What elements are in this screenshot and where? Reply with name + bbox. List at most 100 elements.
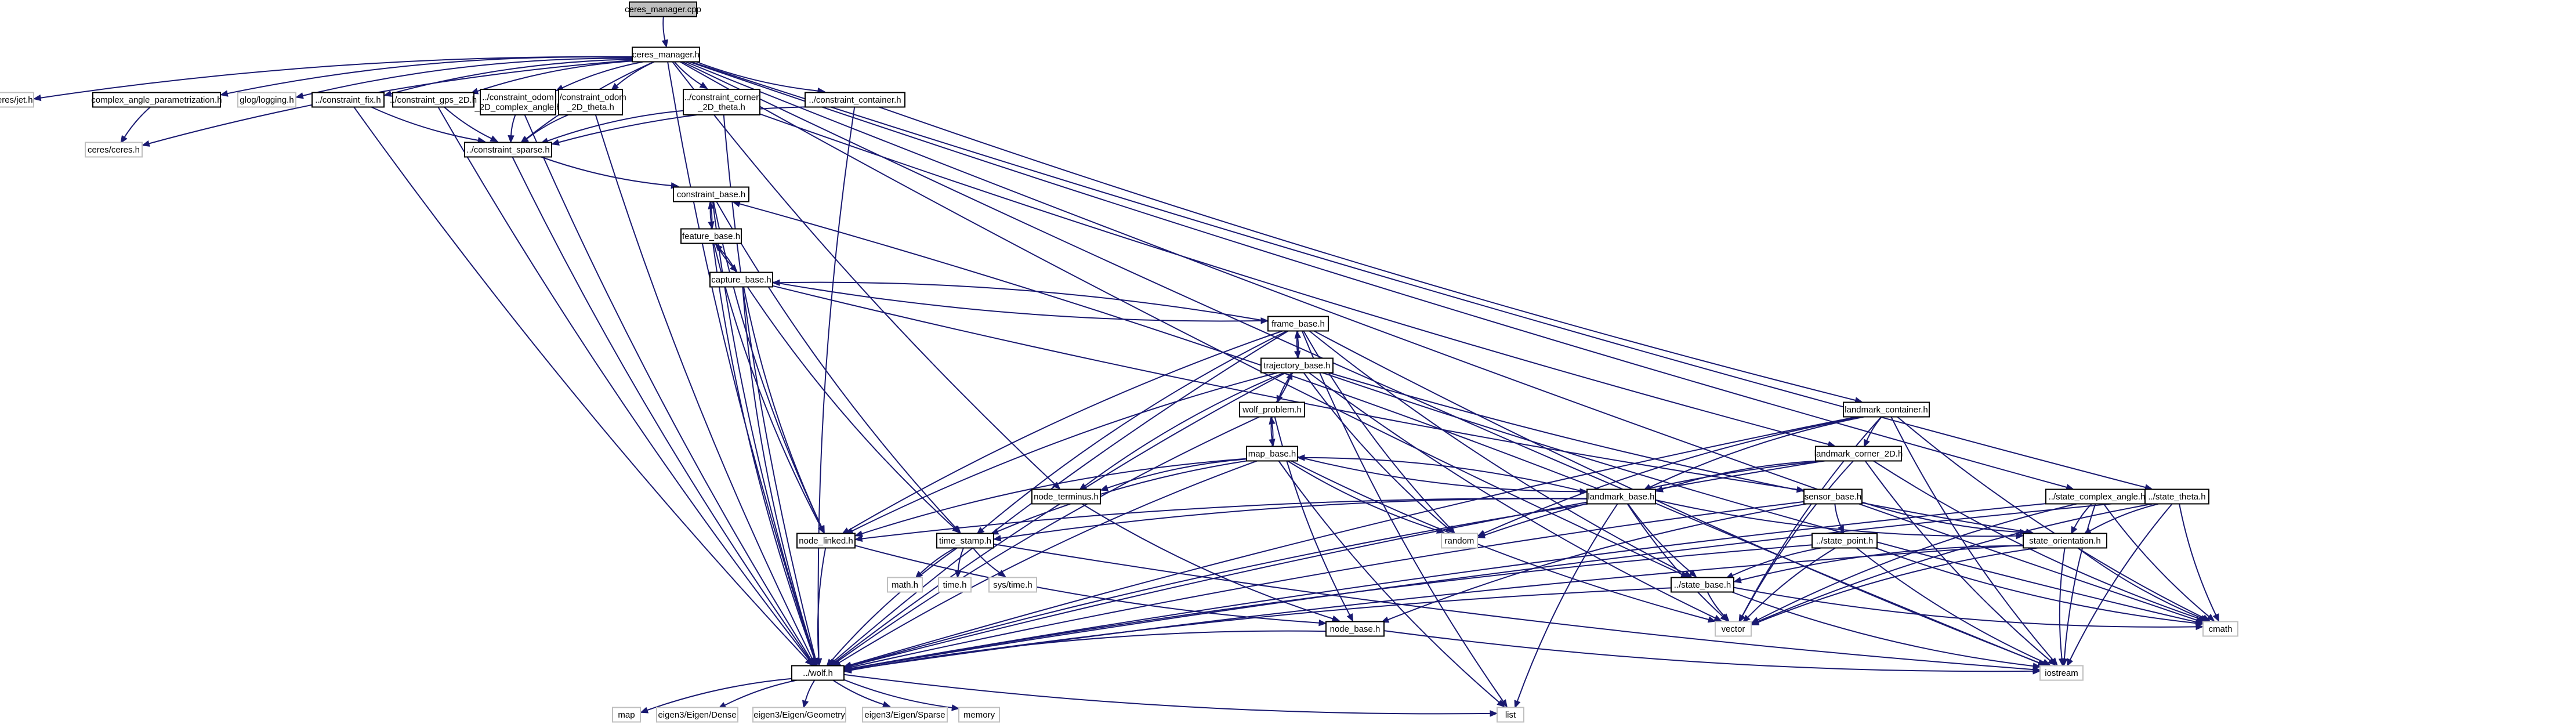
edge-capture_base_h-to-frame_base_h: [772, 281, 1262, 322]
edge-state_point_h-to-cmath: [1875, 547, 2197, 624]
node-state_point_h[interactable]: ../state_point.h: [1811, 533, 1878, 549]
arrowhead-state_point_h-to-iostream: [2042, 658, 2051, 665]
node-math_h: math.h: [887, 577, 923, 593]
node-ceres_ceres_h: ceres/ceres.h: [85, 142, 143, 158]
node-box-state_base_h: [1671, 577, 1734, 593]
edge-frame_base_h-to-capture_base_h: [779, 281, 1269, 322]
node-state_orientation_h[interactable]: state_orientation.h: [2023, 533, 2107, 549]
node-map_base_h[interactable]: map_base.h: [1246, 446, 1298, 462]
node-landmark_container_h[interactable]: landmark_container.h: [1843, 401, 1930, 418]
edge-state_theta_h-to-iostream: [2069, 503, 2173, 660]
node-state_complex_h[interactable]: ../state_complex_angle.h: [2045, 488, 2149, 505]
edge-node_base_h-to-iostream: [1383, 630, 2034, 672]
node-feature_base_h[interactable]: feature_base.h: [680, 228, 742, 244]
node-capture_base_h[interactable]: capture_base.h: [709, 272, 773, 288]
node-wolf_h[interactable]: ../wolf.h: [791, 665, 845, 681]
edge-ceres_manager_h-to-state_base_h: [679, 61, 1683, 575]
edge-constraint_odom_theta_h-to-constraint_sparse_h: [526, 114, 569, 140]
edge-landmark_base_h-to-time_stamp_h: [1000, 498, 1588, 539]
node-label-feature_base_h: feature_base.h: [682, 231, 740, 241]
edge-map_base_h-to-landmark_base_h: [1297, 456, 1581, 493]
node-label-time_h: time.h: [943, 580, 967, 590]
arrowhead-landmark_base_h-to-time_stamp_h: [992, 535, 1002, 542]
node-constraint_corner_h[interactable]: ../constraint_corner_2D_theta.h: [683, 89, 760, 115]
arrowhead-map_base_h-to-list: [1497, 699, 1505, 708]
node-label-constraint_gps_2d_h: ../constraint_gps_2D.h: [390, 95, 477, 105]
arrowhead-state_orientation_h-to-vector: [1751, 619, 1760, 625]
node-label-constraint_corner_h-line0: ../constraint_corner: [684, 93, 759, 103]
arrowhead-constraint_gps_2d_h-to-constraint_sparse_h: [490, 135, 499, 142]
edge-time_stamp_h-to-sys_time_h: [972, 547, 1001, 574]
node-constraint_odom_complex_h[interactable]: ../constraint_odom_2D_complex_angle.h: [474, 89, 561, 115]
node-label-vector: vector: [1722, 624, 1745, 634]
node-box-vector: [1715, 621, 1752, 637]
node-constraint_sparse_h[interactable]: ../constraint_sparse.h: [464, 142, 552, 158]
edge-trajectory_base_h-to-node_terminus_h: [1084, 372, 1285, 487]
arrowhead-capture_base_h-to-feature_base_h: [715, 243, 723, 252]
node-label-constraint_odom_theta_h-line1: _2D_theta.h: [566, 103, 614, 113]
node-label-trajectory_base_h: trajectory_base.h: [1263, 361, 1330, 371]
node-label-node_terminus_h: node_terminus.h: [1034, 492, 1099, 502]
node-constraint_base_h[interactable]: constraint_base.h: [673, 186, 749, 202]
edge-map_base_h-to-list: [1278, 460, 1500, 703]
node-trajectory_base_h[interactable]: trajectory_base.h: [1260, 357, 1334, 374]
node-eigen_sparse: eigen3/Eigen/Sparse: [862, 707, 948, 723]
edge-landmark_container_h-to-landmark_corner_h: [1866, 416, 1882, 441]
node-glog_h: glog/logging.h: [237, 92, 296, 108]
edge-constraint_gps_2d_h-to-wolf_h: [437, 107, 810, 661]
node-label-complex_angle_param_h: complex_angle_parametrization.h: [91, 95, 222, 105]
arrowhead-wolf_h-to-list: [1490, 710, 1498, 717]
edges-layer: [32, 16, 2219, 717]
node-box-cmath: [2202, 621, 2238, 637]
node-box-ceres_ceres_h: [85, 142, 143, 158]
edge-trajectory_base_h-to-node_linked_h: [852, 372, 1278, 532]
node-node_linked_h[interactable]: node_linked.h: [796, 533, 856, 549]
edge-ceres_manager_cpp-to-ceres_manager_h: [662, 16, 666, 41]
edge-landmark_corner_h-to-wolf_h: [850, 460, 1824, 667]
node-landmark_corner_h[interactable]: landmark_corner_2D.h: [1814, 446, 1903, 462]
node-constraint_fix_h[interactable]: ../constraint_fix.h: [311, 92, 385, 108]
arrowhead-state_base_h-to-cmath: [2195, 623, 2204, 631]
edge-landmark_corner_h-to-vector: [1742, 460, 1854, 617]
node-box-constraint_sparse_h: [464, 142, 552, 158]
node-time_stamp_h[interactable]: time_stamp.h: [936, 533, 994, 549]
node-wolf_problem_h[interactable]: wolf_problem.h: [1239, 401, 1305, 418]
node-box-landmark_corner_h: [1815, 446, 1902, 462]
node-label-state_complex_h: ../state_complex_angle.h: [2049, 492, 2146, 502]
arrowhead-ceres_manager_h-to-glog_h: [295, 92, 304, 99]
node-constraint_container_h[interactable]: ../constraint_container.h: [805, 92, 905, 108]
node-label-constraint_odom_complex_h-line1: _2D_complex_angle.h: [474, 103, 561, 113]
edge-sensor_base_h-to-wolf_h: [850, 501, 1805, 668]
edge-wolf_problem_h-to-trajectory_base_h: [1276, 378, 1290, 403]
node-complex_angle_param_h[interactable]: complex_angle_parametrization.h: [91, 92, 222, 108]
edge-sensor_base_h-to-state_orientation_h: [1861, 501, 2020, 533]
node-node_base_h[interactable]: node_base.h: [1325, 621, 1385, 637]
arrowhead-landmark_corner_h-to-vector: [1738, 614, 1746, 623]
arrowhead-state_orientation_h-to-state_base_h: [1733, 577, 1742, 584]
node-state_theta_h[interactable]: ../state_theta.h: [2144, 488, 2209, 505]
node-ceres_manager_h[interactable]: ceres_manager.h: [632, 46, 700, 63]
node-sensor_base_h[interactable]: sensor_base.h: [1803, 488, 1863, 505]
node-box-constraint_gps_2d_h: [392, 92, 474, 108]
edge-trajectory_base_h-to-wolf_h: [834, 372, 1286, 663]
node-state_base_h[interactable]: ../state_base.h: [1671, 577, 1734, 593]
edge-state_orientation_h-to-vector: [1758, 547, 2038, 623]
node-constraint_odom_theta_h[interactable]: ../constraint_odom_2D_theta.h: [555, 89, 626, 115]
node-box-state_theta_h: [2144, 488, 2209, 505]
arrowhead-node_terminus_h-to-node_base_h: [1331, 615, 1340, 622]
node-node_terminus_h[interactable]: node_terminus.h: [1031, 488, 1101, 505]
arrowhead-landmark_base_h-to-node_linked_h: [854, 535, 863, 542]
node-ceres_manager_cpp[interactable]: ceres_manager.cpp: [625, 1, 701, 17]
edge-ceres_manager_h-to-constraint_odom_theta_h: [616, 61, 655, 86]
edge-landmark_base_h-to-constraint_base_h: [739, 203, 1600, 490]
edge-constraint_sparse_h-to-wolf_h: [512, 157, 811, 660]
node-landmark_base_h[interactable]: landmark_base.h: [1586, 488, 1656, 505]
node-constraint_gps_2d_h[interactable]: ../constraint_gps_2D.h: [390, 92, 477, 108]
node-list: list: [1497, 707, 1524, 723]
edge-map_base_h-to-wolf_h: [839, 460, 1258, 664]
node-label-ceres_jet_h: ceres/jet.h: [0, 95, 33, 105]
edge-map_base_h-to-vector: [1291, 460, 1709, 620]
node-frame_base_h[interactable]: frame_base.h: [1267, 316, 1329, 332]
node-label-eigen_geometry: eigen3/Eigen/Geometry: [753, 710, 845, 720]
